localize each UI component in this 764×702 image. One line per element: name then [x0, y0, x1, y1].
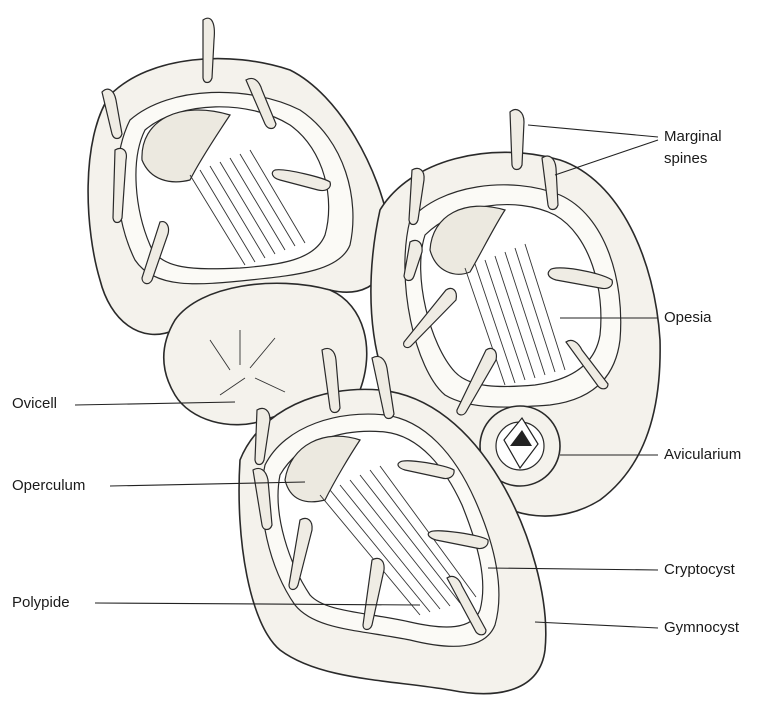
- label-gymnocyst: Gymnocyst: [664, 618, 739, 638]
- label-cryptocyst: Cryptocyst: [664, 560, 735, 580]
- label-avicularium: Avicularium: [664, 445, 741, 465]
- label-opesia: Opesia: [664, 308, 712, 328]
- label-marginal-spines-line2: spines: [664, 149, 707, 169]
- label-polypide: Polypide: [12, 593, 70, 613]
- label-operculum: Operculum: [12, 476, 85, 496]
- label-ovicell: Ovicell: [12, 394, 57, 414]
- label-marginal-spines-line1: Marginal: [664, 127, 722, 147]
